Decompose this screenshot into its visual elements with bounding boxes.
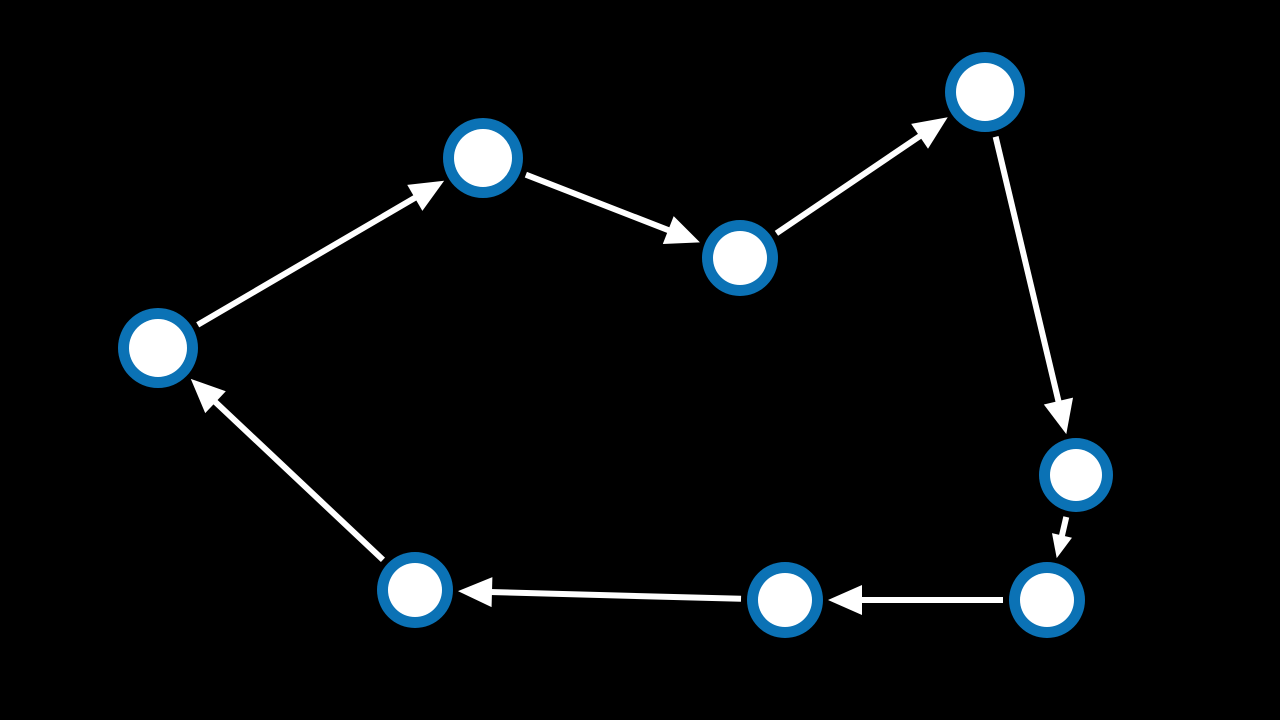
graph-edge-arrowhead: [457, 577, 493, 608]
graph-node[interactable]: [1039, 438, 1113, 512]
graph-node[interactable]: [377, 552, 453, 628]
graph-node[interactable]: [747, 562, 823, 638]
graph-edge-arrowhead: [911, 117, 948, 149]
graph-node-core: [1020, 573, 1074, 627]
graph-edge-arrowhead: [662, 216, 700, 245]
graph-edge-line: [992, 136, 1062, 404]
graph-node-core: [454, 129, 512, 187]
graph-node[interactable]: [443, 118, 523, 198]
graph-edge-line: [489, 589, 742, 602]
graph-node-core: [713, 231, 767, 285]
graph-node-core: [388, 563, 442, 617]
graph-node[interactable]: [1009, 562, 1085, 638]
graph-edge-line: [196, 194, 419, 328]
graph-edge-line: [212, 398, 386, 563]
graph-node[interactable]: [945, 52, 1025, 132]
graph-node-core: [956, 63, 1014, 121]
graph-edge-arrowhead: [407, 180, 445, 211]
edge-layer: [190, 117, 1074, 615]
graph-edge-line: [1058, 516, 1070, 539]
graph-node-core: [758, 573, 812, 627]
graph-edge-arrowhead: [190, 378, 226, 414]
graph-node-core: [129, 319, 187, 377]
graph-edge-arrowhead: [1051, 533, 1072, 559]
graph-edge-line: [774, 132, 923, 236]
graph-node[interactable]: [118, 308, 198, 388]
node-layer: [118, 52, 1113, 638]
graph-edge-line: [524, 171, 672, 234]
graph-node[interactable]: [702, 220, 778, 296]
graph-edge-arrowhead: [1043, 397, 1074, 435]
graph-node-core: [1050, 449, 1102, 501]
graph-edge-arrowhead: [828, 585, 862, 615]
